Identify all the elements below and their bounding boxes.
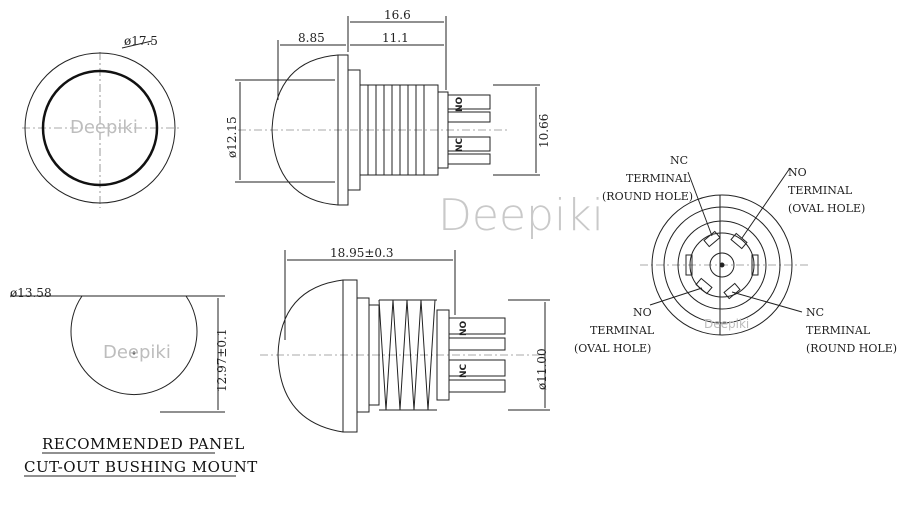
svg-text:(ROUND HOLE): (ROUND HOLE) — [602, 190, 693, 203]
front-view: ø17.5 Deepiki — [22, 34, 180, 208]
svg-text:TERMINAL: TERMINAL — [806, 324, 871, 337]
dim-body-length: 11.1 — [382, 31, 409, 45]
mark-no-bottom: NO — [459, 320, 469, 336]
side-view-bottom: NO NC 18.95±0.3 ø11.00 — [260, 246, 550, 433]
side-view-top: NO NC 16.6 8.85 11.1 ø12.15 10.66 — [225, 8, 551, 206]
svg-text:(OVAL HOLE): (OVAL HOLE) — [574, 342, 651, 355]
svg-text:NC: NC — [806, 306, 824, 319]
dim-total-length: 16.6 — [384, 8, 411, 22]
dim-terminal-width: 10.66 — [537, 114, 551, 148]
panel-caption-line2: CUT-OUT BUSHING MOUNT — [24, 458, 258, 476]
dim-cap-height: ø12.15 — [225, 116, 239, 158]
svg-text:NO: NO — [788, 166, 807, 179]
label-nc-top: NC TERMINAL (ROUND HOLE) — [602, 154, 693, 203]
watermark-front: Deepiki — [70, 117, 138, 138]
dim-outer-diameter: ø17.5 — [124, 34, 158, 48]
rear-view: Deepiki — [640, 167, 810, 336]
dim-total-length-bottom: 18.95±0.3 — [330, 246, 394, 260]
label-no-top: NO TERMINAL (OVAL HOLE) — [788, 166, 865, 215]
panel-caption-line1: RECOMMENDED PANEL — [42, 435, 245, 453]
svg-text:TERMINAL: TERMINAL — [788, 184, 853, 197]
watermark-cutout: Deepiki — [103, 342, 171, 363]
dim-front-depth: 8.85 — [298, 31, 325, 45]
svg-text:NO: NO — [633, 306, 652, 319]
label-nc-bottom: NC TERMINAL (ROUND HOLE) — [806, 306, 897, 355]
mark-no-top: NO — [455, 96, 465, 112]
svg-text:TERMINAL: TERMINAL — [626, 172, 691, 185]
watermark-rear: Deepiki — [704, 317, 749, 331]
dim-cutout-flat: 12.97±0.1 — [215, 329, 229, 393]
dim-cutout-diameter: ø13.58 — [10, 286, 52, 300]
mark-nc-top: NC — [455, 137, 465, 152]
watermark-center: Deepiki — [438, 190, 604, 241]
svg-text:(OVAL HOLE): (OVAL HOLE) — [788, 202, 865, 215]
svg-text:NC: NC — [670, 154, 688, 167]
dim-thread-diameter: ø11.00 — [535, 348, 549, 390]
svg-text:TERMINAL: TERMINAL — [590, 324, 655, 337]
svg-text:(ROUND HOLE): (ROUND HOLE) — [806, 342, 897, 355]
label-no-bottom: NO TERMINAL (OVAL HOLE) — [574, 306, 655, 355]
mark-nc-bottom: NC — [459, 363, 469, 378]
panel-cutout-view: 12.97±0.1 ø13.58 Deepiki RECOMMENDED PAN… — [10, 286, 258, 477]
